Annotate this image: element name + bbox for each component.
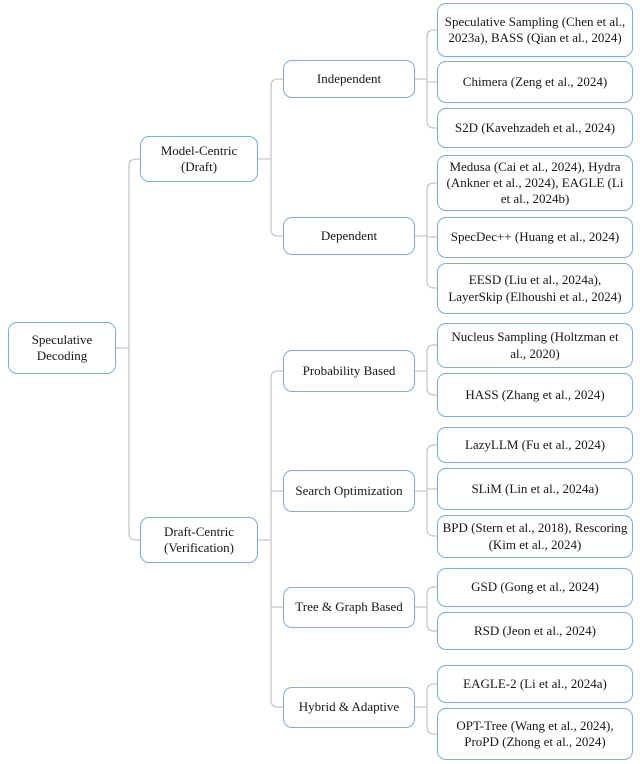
node-hybrid-adaptive: Hybrid & Adaptive bbox=[283, 687, 415, 728]
leaf-lazyllm: LazyLLM (Fu et al., 2024) bbox=[437, 427, 633, 463]
leaf-hass: HASS (Zhang et al., 2024) bbox=[437, 373, 633, 417]
node-probability-based: Probability Based bbox=[283, 350, 415, 392]
node-model-centric: Model-Centric (Draft) bbox=[140, 136, 258, 182]
leaf-eagle2: EAGLE-2 (Li et al., 2024a) bbox=[437, 665, 633, 703]
node-draft-centric: Draft-Centric (Verification) bbox=[140, 517, 258, 563]
node-speculative-decoding: Speculative Decoding bbox=[8, 322, 116, 374]
leaf-specdec: SpecDec++ (Huang et al., 2024) bbox=[437, 217, 633, 258]
leaf-eesd-layerskip: EESD (Liu et al., 2024a), LayerSkip (Elh… bbox=[437, 263, 633, 314]
leaf-chimera: Chimera (Zeng et al., 2024) bbox=[437, 61, 633, 103]
leaf-s2d: S2D (Kavehzadeh et al., 2024) bbox=[437, 108, 633, 148]
node-independent: Independent bbox=[283, 60, 415, 98]
leaf-rsd: RSD (Jeon et al., 2024) bbox=[437, 612, 633, 650]
leaf-nucleus-sampling: Nucleus Sampling (Holtzman et al., 2020) bbox=[437, 323, 633, 368]
leaf-slim: SLiM (Lin et al., 2024a) bbox=[437, 468, 633, 510]
leaf-medusa-hydra-eagle: Medusa (Cai et al., 2024), Hydra (Ankner… bbox=[437, 155, 633, 211]
leaf-bpd-rescoring: BPD (Stern et al., 2018), Rescoring (Kim… bbox=[437, 515, 633, 558]
leaf-opt-tree-propd: OPT-Tree (Wang et al., 2024), ProPD (Zho… bbox=[437, 708, 633, 760]
node-tree-graph-based: Tree & Graph Based bbox=[283, 587, 415, 628]
node-search-optimization: Search Optimization bbox=[283, 470, 415, 512]
leaf-speculative-sampling-bass: Speculative Sampling (Chen et al., 2023a… bbox=[437, 3, 633, 57]
leaf-gsd: GSD (Gong et al., 2024) bbox=[437, 568, 633, 607]
node-dependent: Dependent bbox=[283, 217, 415, 255]
